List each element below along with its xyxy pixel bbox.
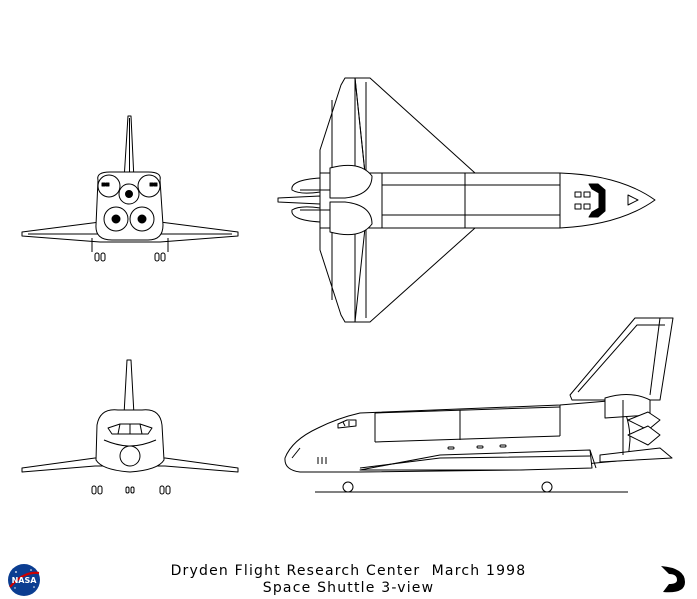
nasa-meatball-icon: NASA bbox=[8, 564, 40, 596]
caption-line-2: Space Shuttle 3-view bbox=[262, 580, 435, 596]
side-view bbox=[284, 317, 674, 493]
front-view bbox=[21, 359, 239, 495]
top-view bbox=[277, 77, 656, 323]
caption-line-1: Dryden Flight Research Center March 1998 bbox=[170, 563, 527, 579]
rear-view bbox=[21, 115, 239, 262]
dryden-logo-icon bbox=[658, 566, 685, 593]
nasa-logo-text: NASA bbox=[12, 576, 38, 585]
